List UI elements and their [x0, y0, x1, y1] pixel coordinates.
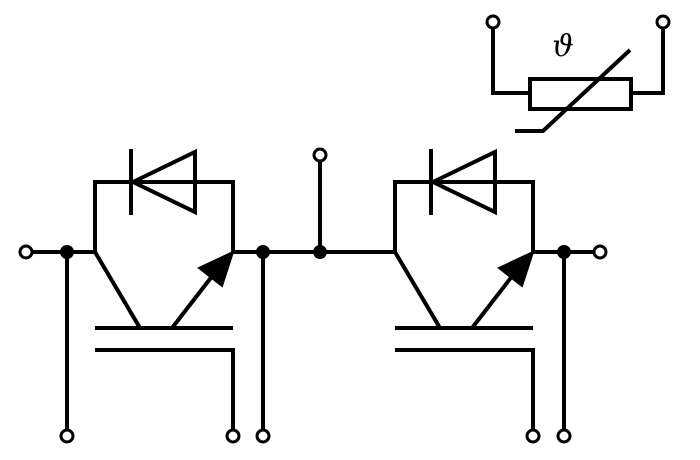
- junction-left-emitter: [256, 245, 270, 259]
- thermistor-terminal-right: [655, 14, 671, 30]
- main-bus: [32, 161, 594, 254]
- junction-midpoint: [313, 245, 327, 259]
- left-gate: [95, 348, 235, 430]
- junction-left-collector: [60, 245, 74, 259]
- thermistor-temperature-symbol: ϑ: [552, 29, 573, 64]
- right-emitter-arrow: [497, 250, 535, 288]
- terminal-midpoint: [312, 147, 328, 163]
- igbt-right: [393, 148, 566, 430]
- thermistor-right-lead: [631, 28, 665, 95]
- terminal-left-collector-aux: [59, 428, 75, 444]
- terminal-right-emitter-aux: [556, 428, 572, 444]
- thermistor-terminal-left: [485, 14, 501, 30]
- left-diode-triangle: [128, 148, 197, 216]
- terminal-right-gate: [525, 428, 541, 444]
- terminal-left-gate: [225, 428, 241, 444]
- terminal-dc-minus: [592, 244, 608, 260]
- right-collector: [393, 250, 442, 330]
- ntc-thermistor: ϑ: [485, 14, 671, 133]
- right-gate: [395, 348, 535, 430]
- right-diode-triangle: [428, 148, 497, 216]
- terminals: [18, 147, 608, 444]
- left-collector: [93, 250, 142, 330]
- terminal-left-emitter-aux: [255, 428, 271, 444]
- left-diode-loop: [93, 180, 235, 252]
- thermistor-slash: [515, 48, 632, 133]
- right-diode-loop: [393, 180, 535, 252]
- igbt-left: [65, 148, 265, 430]
- thermistor-left-lead: [491, 28, 530, 95]
- junctions: [60, 245, 571, 259]
- junction-right-emitter: [557, 245, 571, 259]
- terminal-dc-plus: [18, 244, 34, 260]
- left-emitter-arrow: [197, 250, 235, 288]
